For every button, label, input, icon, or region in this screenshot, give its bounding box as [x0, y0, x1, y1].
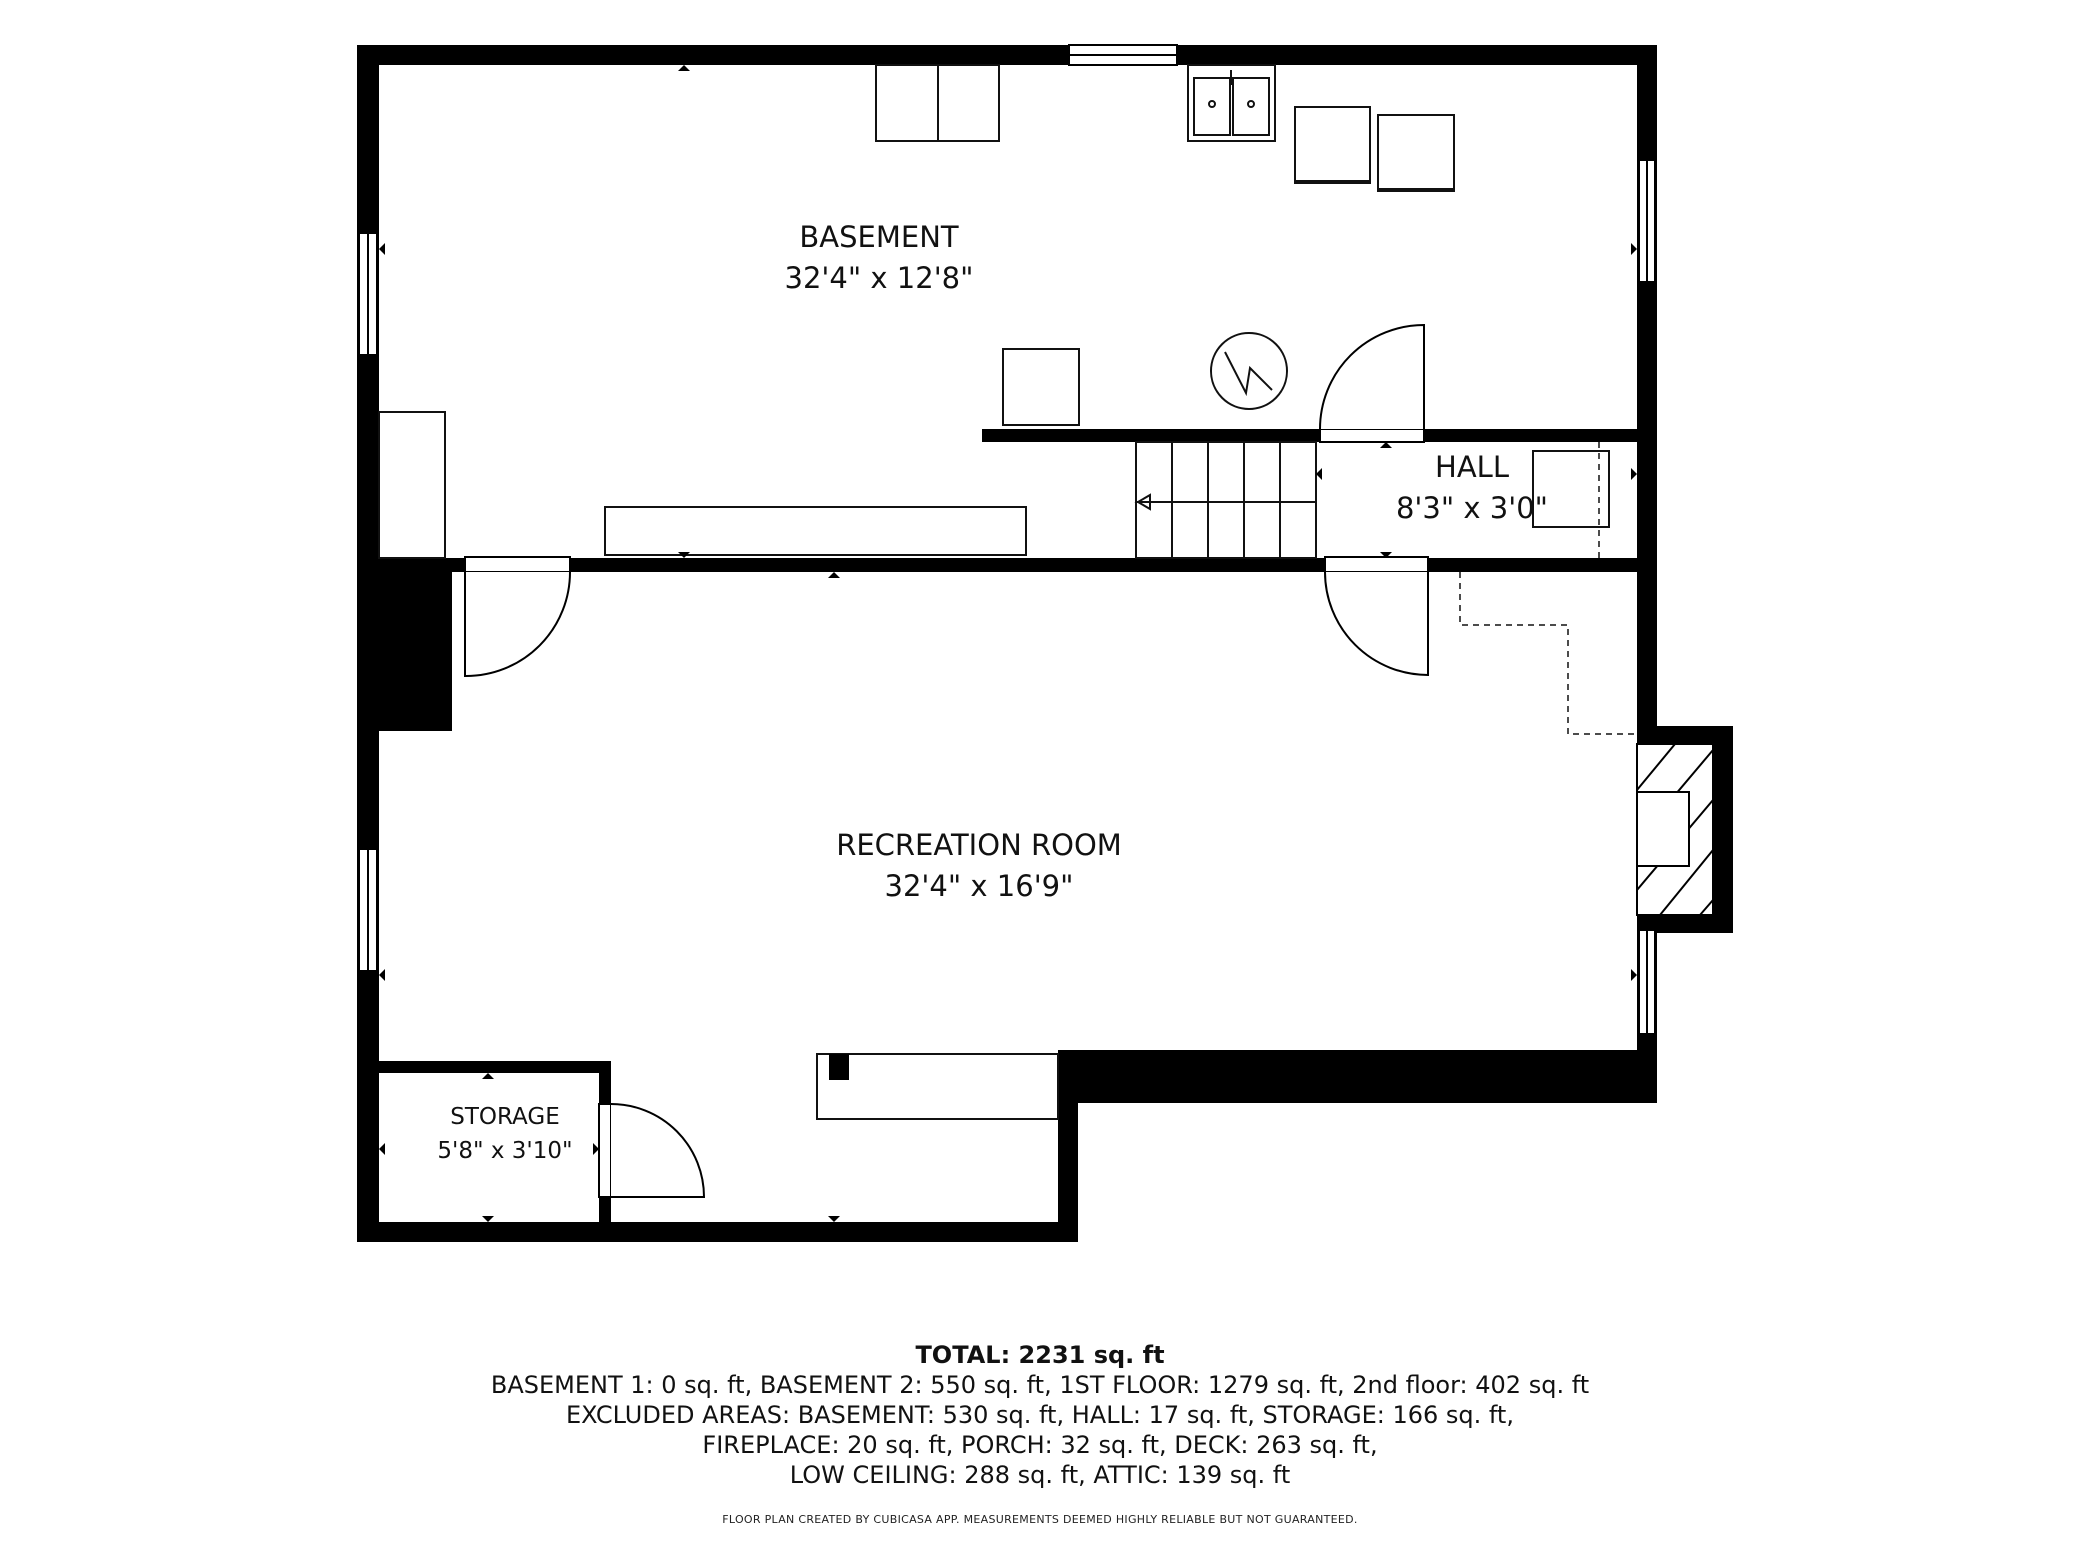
door-swing: [610, 1103, 706, 1198]
wall-top: [357, 45, 1657, 65]
stairs: [1134, 441, 1317, 559]
dryer: [1377, 114, 1455, 192]
wall-bottom: [357, 1222, 1078, 1242]
fireplace-hatch: [1659, 849, 1714, 916]
room-name-recreation: RECREATION ROOM: [836, 828, 1122, 862]
door-opening: [598, 1103, 612, 1198]
cabinet: [875, 64, 939, 142]
door-swing: [1324, 571, 1429, 677]
wall-left: [357, 45, 379, 1242]
fixtures: [378, 64, 1637, 1120]
cabinet: [937, 64, 1000, 142]
wall-middle: [379, 558, 1637, 572]
fireplace: [1636, 743, 1714, 916]
low-ceiling-outline: [1459, 572, 1637, 735]
summary-line: BASEMENT 1: 0 sq. ft, BASEMENT 2: 550 sq…: [490, 1371, 1590, 1399]
walls: [357, 45, 1733, 1242]
door-opening: [1324, 556, 1429, 573]
rec-post: [829, 1054, 849, 1080]
door-opening: [464, 556, 571, 573]
wall-markers: [379, 65, 1637, 1222]
door-swing: [464, 571, 571, 677]
door-opening: [1319, 428, 1425, 443]
fireplace-box: [1636, 791, 1690, 867]
credit-note: FLOOR PLAN CREATED BY CUBICASA APP. MEAS…: [722, 1513, 1358, 1526]
wall-hall-top: [982, 429, 1637, 442]
counter: [604, 506, 1027, 556]
hall-cabinet: [1532, 450, 1610, 528]
total-area: TOTAL: 2231 sq. ft: [915, 1341, 1165, 1369]
room-dim-hall: 8'3" x 3'0": [1396, 491, 1548, 525]
appliance-box: [1002, 348, 1080, 426]
washer: [1294, 106, 1371, 184]
area-summary: TOTAL: 2231 sq. ft BASEMENT 1: 0 sq. ft,…: [0, 1340, 2080, 1490]
wall-column: [379, 572, 452, 731]
room-dim-recreation: 32'4" x 16'9": [885, 869, 1074, 903]
summary-line: LOW CEILING: 288 sq. ft, ATTIC: 139 sq. …: [789, 1461, 1291, 1489]
door-swing: [1319, 323, 1425, 430]
doors: [464, 323, 1429, 1198]
water-heater-symbol: [1224, 351, 1273, 397]
wall-step-horizontal: [1058, 1050, 1657, 1103]
room-name-storage: STORAGE: [450, 1104, 560, 1130]
summary-line: FIREPLACE: 20 sq. ft, PORCH: 32 sq. ft, …: [702, 1431, 1378, 1459]
rec-counter: [816, 1053, 1059, 1120]
room-name-basement: BASEMENT: [799, 220, 959, 254]
shelf: [378, 411, 446, 559]
room-dim-storage: 5'8" x 3'10": [437, 1138, 572, 1164]
wall-storage-top: [379, 1061, 611, 1073]
fireplace-hatch: [1699, 899, 1714, 916]
room-dim-basement: 32'4" x 12'8": [785, 261, 974, 295]
fireplace-hatch: [1636, 743, 1676, 791]
windows: [358, 44, 1656, 1035]
summary-line: EXCLUDED AREAS: BASEMENT: 530 sq. ft, HA…: [566, 1401, 1514, 1429]
wall-step-vertical: [1058, 1050, 1078, 1242]
room-name-hall: HALL: [1435, 450, 1509, 484]
